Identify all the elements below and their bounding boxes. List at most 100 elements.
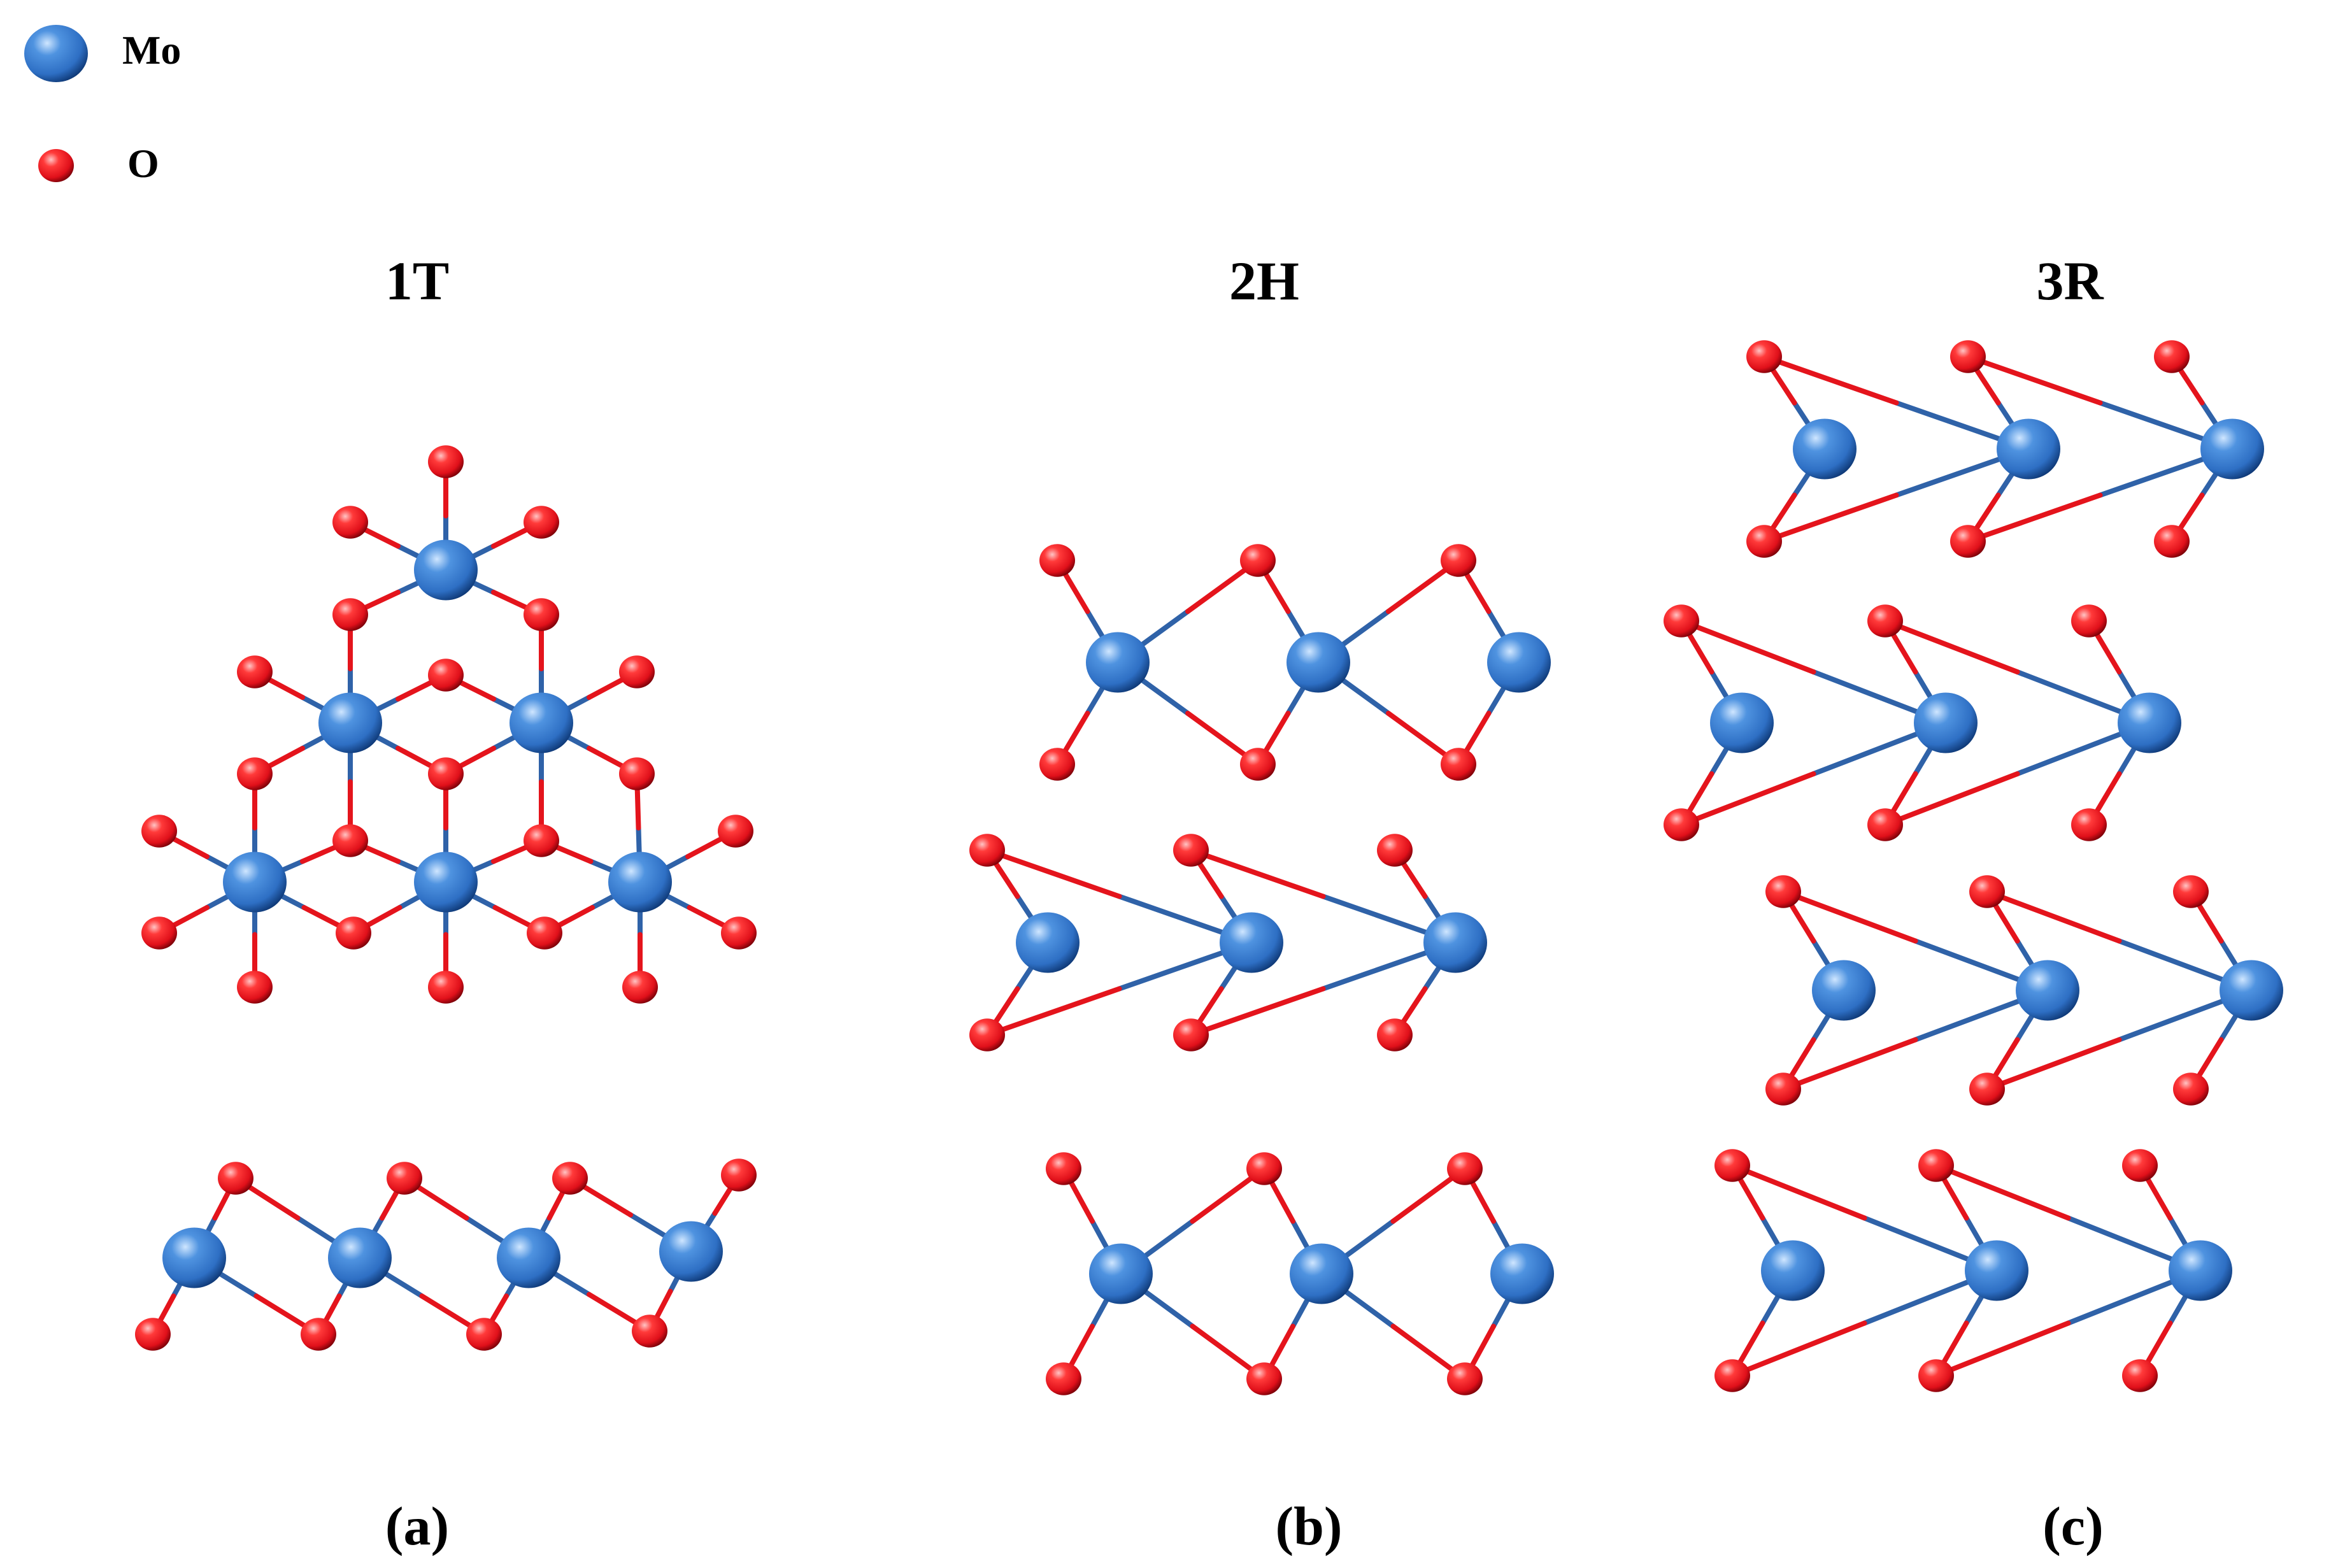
mo-o-bond bbox=[1762, 492, 1899, 544]
o-atom bbox=[2154, 525, 2190, 558]
mo-o-bond bbox=[1781, 889, 1918, 944]
mo-o-bond bbox=[1985, 1037, 2122, 1092]
mo-atom bbox=[1220, 912, 1283, 973]
o-atom bbox=[1664, 808, 1699, 841]
mo-atom bbox=[497, 1227, 560, 1288]
mo-atom bbox=[1016, 912, 1080, 973]
mo-atom bbox=[1487, 632, 1551, 693]
o-atom bbox=[1046, 1362, 1081, 1395]
legend-item-o: O bbox=[38, 141, 159, 186]
o-atom bbox=[1950, 340, 1986, 373]
o-atom bbox=[2122, 1359, 2158, 1392]
structure-3r bbox=[1664, 340, 2283, 1392]
o-atom bbox=[527, 916, 562, 950]
mo-atom bbox=[608, 852, 672, 913]
o-atom bbox=[2173, 1073, 2209, 1106]
mo-atom bbox=[328, 1227, 392, 1288]
mo-o-bond bbox=[1730, 1163, 1867, 1221]
o-atom bbox=[721, 916, 757, 950]
o-atom bbox=[1969, 875, 2005, 908]
o-atom bbox=[332, 506, 368, 539]
mo-o-bond bbox=[1188, 848, 1326, 899]
o-atom bbox=[619, 655, 655, 688]
o-atom-icon bbox=[38, 149, 74, 182]
mo-atom bbox=[223, 852, 287, 913]
o-atom bbox=[1173, 834, 1209, 867]
phase-title-3r: 3R bbox=[2036, 250, 2104, 311]
caption-a: (a) bbox=[385, 1495, 449, 1557]
mo-atom bbox=[162, 1227, 226, 1288]
legend-label-o: O bbox=[127, 141, 159, 186]
phase-title-2h: 2H bbox=[1229, 250, 1299, 311]
mo-atom bbox=[1423, 912, 1487, 973]
o-atom bbox=[1039, 748, 1075, 781]
o-atom bbox=[632, 1315, 667, 1348]
o-atom bbox=[1173, 1018, 1209, 1051]
mo-o-bond bbox=[1883, 618, 2020, 674]
mo-atom bbox=[1914, 692, 1978, 753]
mo-atom bbox=[1290, 1243, 1353, 1304]
mo-o-bond bbox=[985, 848, 1122, 899]
structure-1t bbox=[135, 445, 757, 1351]
o-atom bbox=[301, 1318, 336, 1351]
o-atom bbox=[387, 1162, 422, 1195]
o-atom bbox=[2071, 604, 2107, 638]
o-atom bbox=[1441, 748, 1476, 781]
mo-atom bbox=[659, 1221, 723, 1282]
o-atom bbox=[524, 506, 559, 539]
o-atom bbox=[1950, 525, 1986, 558]
o-atom bbox=[969, 834, 1005, 867]
mo-o-bond bbox=[1781, 1037, 1918, 1092]
o-atom bbox=[552, 1162, 588, 1195]
structure-2h bbox=[969, 544, 1554, 1395]
o-atom bbox=[1746, 525, 1782, 558]
mo-o-bond bbox=[1965, 492, 2103, 544]
o-atom bbox=[1377, 1018, 1413, 1051]
o-atom bbox=[428, 971, 464, 1004]
o-atom bbox=[1918, 1149, 1954, 1182]
mo-atom bbox=[1761, 1240, 1825, 1301]
mo-o-bond bbox=[1730, 1320, 1867, 1378]
1t-top-view bbox=[141, 445, 757, 1004]
mo-atom bbox=[2016, 960, 2079, 1021]
o-atom bbox=[1039, 544, 1075, 577]
mo-atom bbox=[2118, 692, 2181, 753]
o-atom bbox=[428, 659, 464, 692]
mo-atom bbox=[510, 692, 573, 753]
legend: Mo O bbox=[24, 25, 181, 186]
o-atom bbox=[428, 445, 464, 478]
phase-title-1t: 1T bbox=[385, 250, 449, 311]
mo-atom bbox=[2220, 960, 2283, 1021]
o-atom bbox=[237, 971, 273, 1004]
o-atom bbox=[1447, 1152, 1483, 1185]
mo-atom bbox=[1287, 632, 1350, 693]
mo-o-bond bbox=[1985, 889, 2122, 944]
o-atom bbox=[237, 757, 273, 790]
o-atom bbox=[237, 655, 273, 688]
o-atom bbox=[1246, 1152, 1282, 1185]
mo-atom bbox=[414, 539, 478, 601]
o-atom bbox=[1765, 1073, 1801, 1106]
mo-atom bbox=[1089, 1243, 1153, 1304]
o-atom bbox=[1246, 1362, 1282, 1395]
mo-o-bond bbox=[1679, 771, 1816, 827]
o-atom bbox=[218, 1162, 253, 1195]
o-atom bbox=[1746, 340, 1782, 373]
mo-atom bbox=[1490, 1243, 1554, 1304]
mo-atom bbox=[318, 692, 382, 753]
o-atom bbox=[332, 598, 368, 631]
o-atom bbox=[1664, 604, 1699, 638]
mo-o-bond bbox=[1762, 354, 1899, 406]
legend-label-mo: Mo bbox=[122, 27, 181, 73]
mo-atom bbox=[414, 852, 478, 913]
o-atom bbox=[524, 824, 559, 857]
o-atom bbox=[141, 916, 177, 950]
legend-item-mo: Mo bbox=[24, 25, 181, 82]
o-atom bbox=[336, 916, 371, 950]
o-atom bbox=[1867, 808, 1903, 841]
mo-o-bond bbox=[1883, 771, 2020, 827]
o-atom bbox=[1441, 544, 1476, 577]
mo-o-bond bbox=[1965, 354, 2103, 406]
o-atom bbox=[969, 1018, 1005, 1051]
